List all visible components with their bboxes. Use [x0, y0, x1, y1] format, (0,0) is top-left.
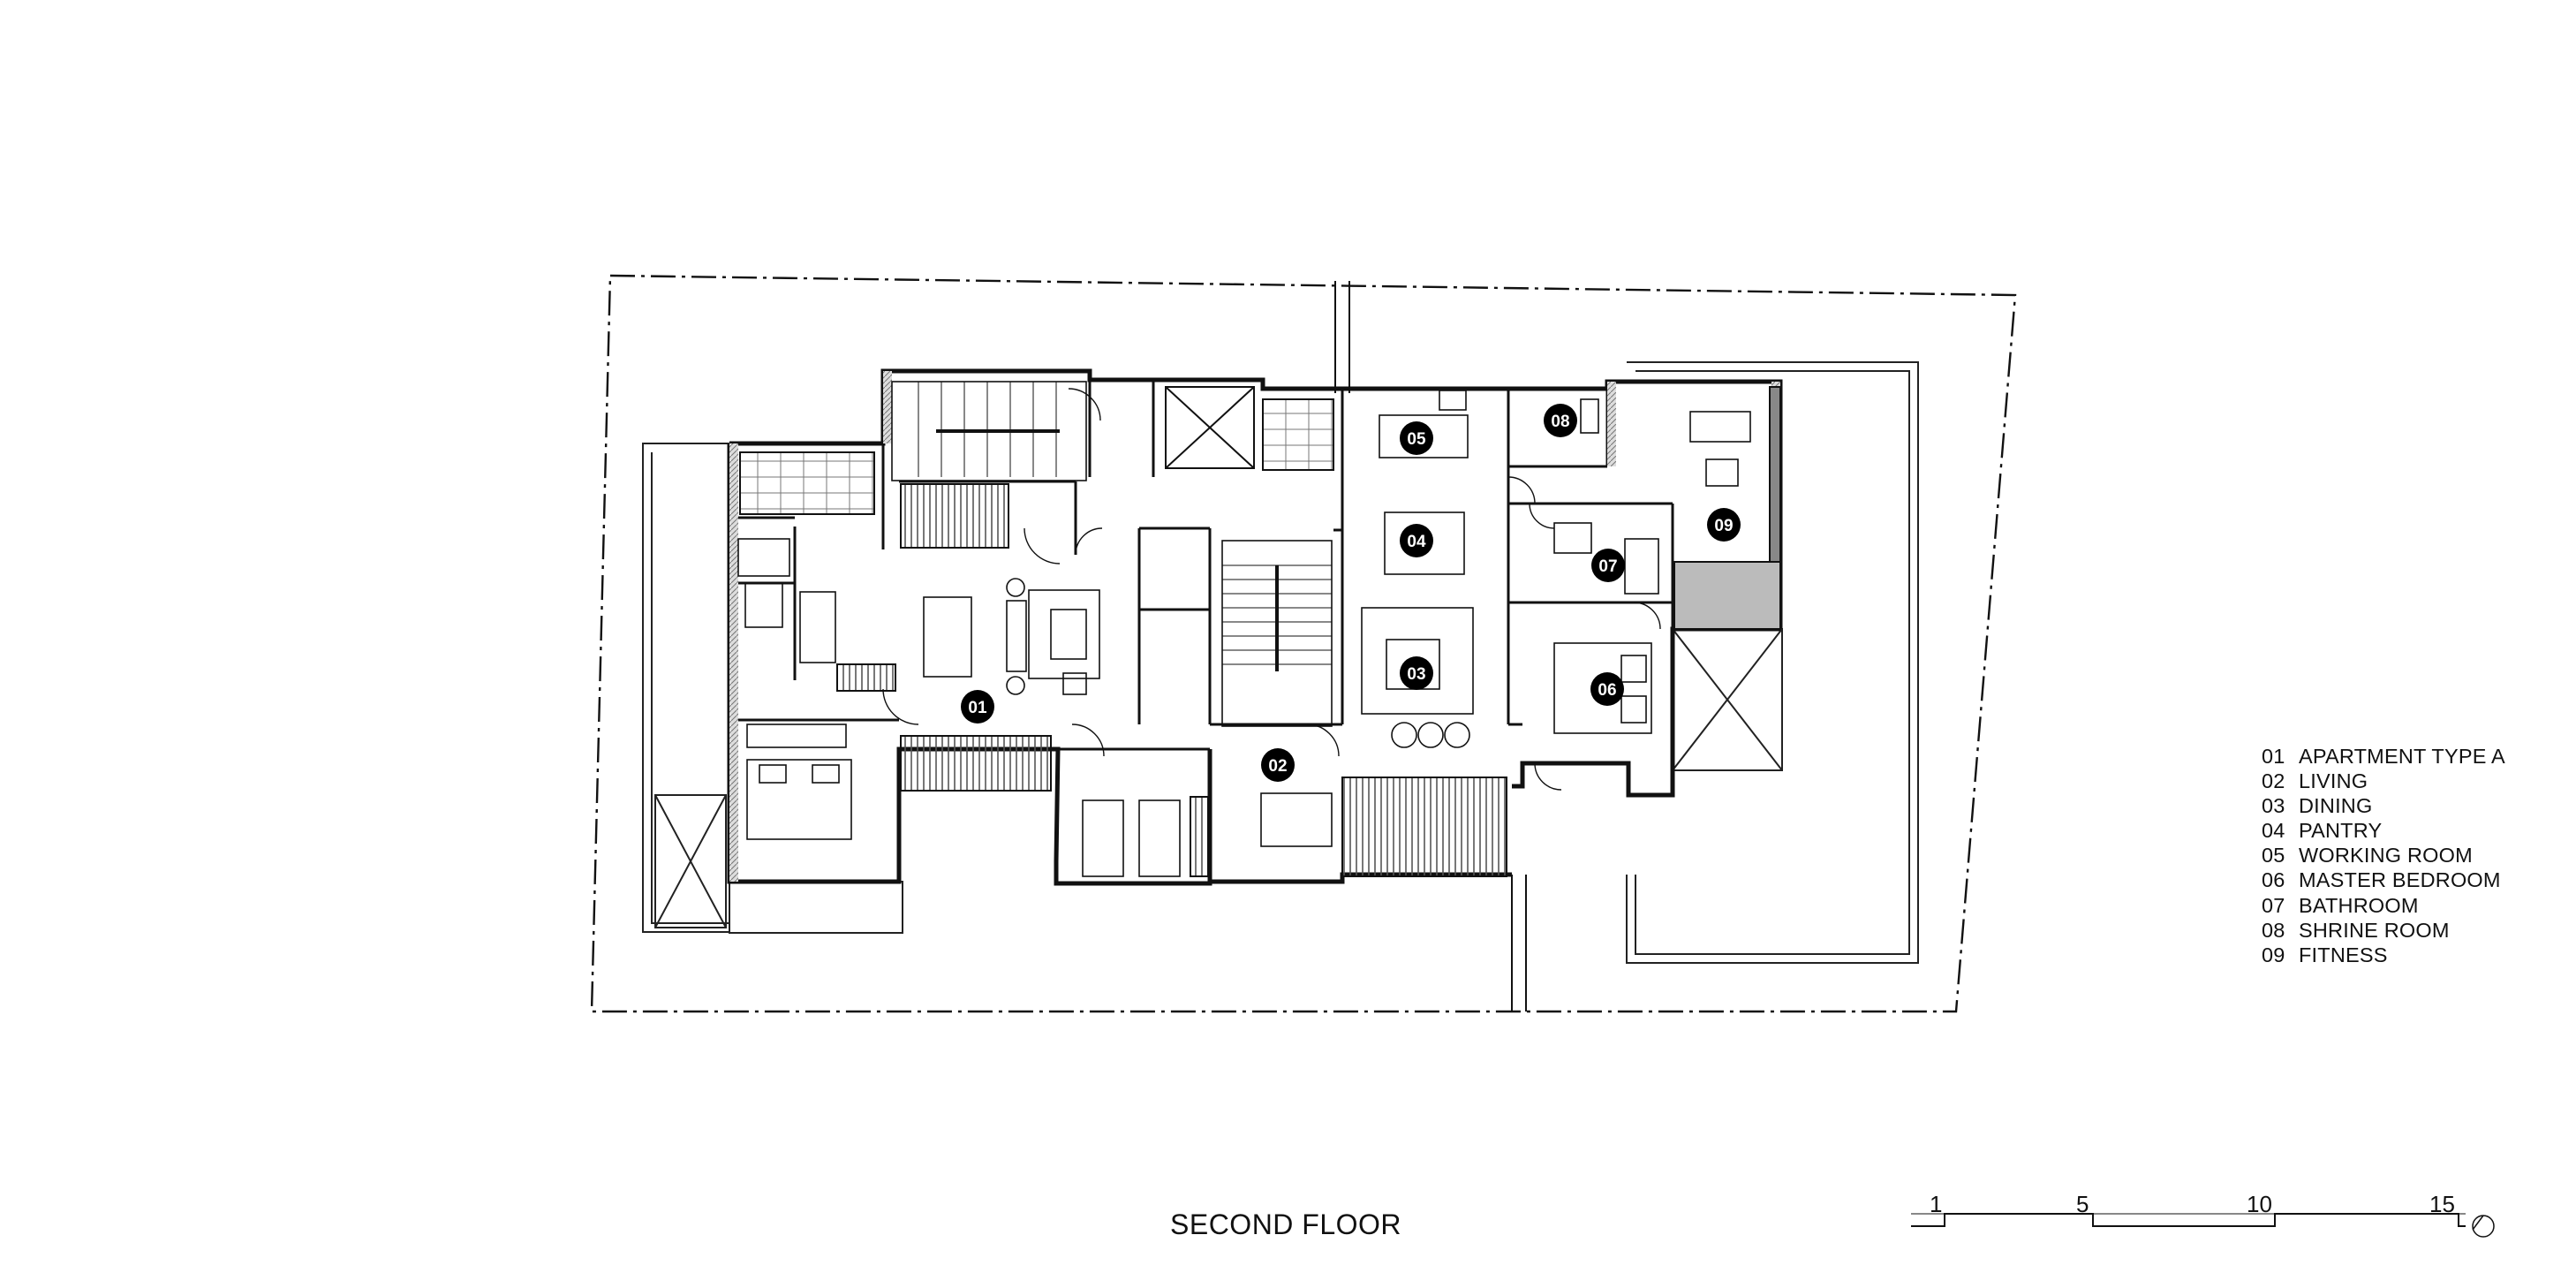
north-arrow-icon	[2472, 1215, 2495, 1238]
svg-text:06: 06	[1598, 681, 1616, 700]
svg-text:02: 02	[1268, 757, 1287, 776]
access-strip	[1334, 281, 1527, 1011]
room-tag-02: 02	[1261, 748, 1295, 782]
hatched-screens	[836, 386, 1781, 877]
svg-text:03: 03	[1407, 665, 1425, 684]
svg-text:01: 01	[968, 699, 987, 717]
room-tag-04: 04	[1400, 524, 1433, 557]
room-tag-06: 06	[1590, 672, 1624, 706]
room-tag-01: 01	[961, 690, 994, 724]
interior-walls	[729, 380, 1674, 751]
room-tag-05: 05	[1400, 421, 1433, 455]
tiled-areas	[739, 398, 1334, 515]
svg-text:08: 08	[1551, 413, 1569, 431]
stair-treads	[918, 382, 1332, 665]
drawing-title: SECOND FLOOR	[1170, 1208, 1402, 1240]
svg-text:07: 07	[1598, 557, 1617, 576]
site-boundary	[590, 274, 2017, 1013]
room-tag-09: 09	[1707, 508, 1741, 542]
scale-label-10: 10	[2247, 1191, 2272, 1217]
room-tag-08: 08	[1544, 404, 1577, 437]
terraces	[642, 361, 1919, 964]
svg-text:04: 04	[1407, 533, 1426, 551]
svg-text:09: 09	[1714, 517, 1733, 535]
staircases	[891, 381, 1333, 727]
svg-text:05: 05	[1407, 430, 1426, 449]
room-tag-03: 03	[1400, 656, 1433, 690]
lift-shafts	[1165, 386, 1255, 469]
scale-label-5: 5	[2076, 1191, 2089, 1217]
door-swings	[882, 388, 1661, 791]
scale-label-1: 1	[1930, 1191, 1943, 1217]
scale-label-15: 15	[2429, 1191, 2455, 1217]
room-tag-07: 07	[1591, 549, 1625, 582]
furniture	[737, 390, 1751, 877]
scale-bar	[1911, 1213, 2466, 1227]
room-tags: 01 02 03 04 05 06 07 08	[961, 404, 1741, 782]
